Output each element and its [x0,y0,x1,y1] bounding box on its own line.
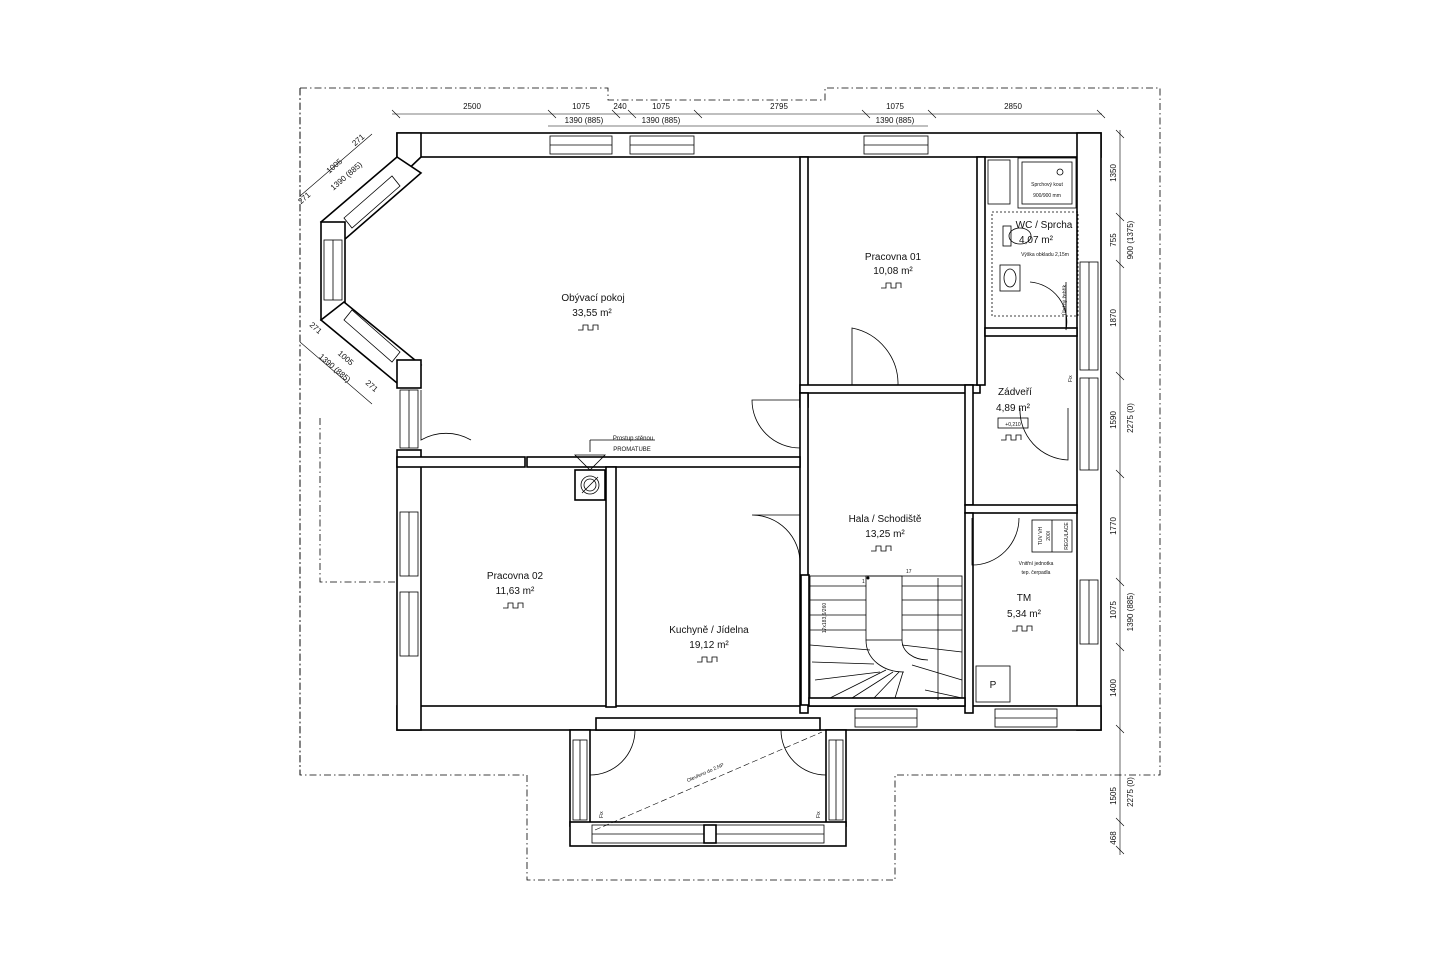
heat-pump-note: Vnitřní jednotka [1019,561,1054,567]
room-area: 5,34 m² [1007,609,1042,620]
dim-right: 2275 (0) [1126,777,1135,807]
openings [801,329,1070,560]
fix-note: Fix [599,811,605,818]
tuv-value: 200l [1046,531,1052,540]
room-name: WC / Sprcha [1016,220,1073,231]
room-name: Kuchyně / Jídelna [669,625,749,636]
dim-right: 1870 [1109,309,1118,327]
dim-right: 1590 [1109,411,1118,429]
entry-porch [569,717,847,847]
stair-first: 1 [862,579,865,585]
chimney-note: Prostup stěnou [613,436,653,442]
shower-label: Sprchový kout [1031,182,1063,188]
dim-top: 1390 (885) [565,116,604,125]
tiling-height: Výška obkladu 2,15m [1021,252,1069,258]
room-area: 4,89 m² [996,403,1031,414]
room-name: Zádveří [998,387,1032,398]
dim-bay: 1005 [325,157,345,176]
dim-bay: 271 [296,190,312,206]
regulation-note: REGULACE [1064,522,1070,550]
dim-right: 1400 [1109,679,1118,697]
stair-last: 17 [906,569,912,575]
dim-bay: 271 [364,378,380,394]
room-area: 4,07 m² [1019,235,1054,246]
dim-right: 755 [1109,233,1118,247]
dim-top: 2850 [1004,102,1022,111]
dim-top: 2500 [463,102,481,111]
chimney [574,439,655,501]
dim-right: 1770 [1109,517,1118,535]
dimension-texts-right: 1350 755 900 (1375) 1870 1590 2275 (0) 1… [1109,164,1135,845]
dim-top: 1390 (885) [876,116,915,125]
dimension-lines [299,109,1125,855]
annotations: Sprchový kout 900/900 mm Výška obkladu 2… [599,182,1074,818]
room-area: 13,25 m² [865,529,905,540]
level-mark: +0,210 [1005,422,1021,428]
dim-right: 468 [1109,831,1118,845]
dim-right: 900 (1375) [1126,220,1135,259]
dim-bay: 271 [350,132,366,148]
open-note: Otevřeno do 2.NP [686,762,726,784]
dim-right: 1350 [1109,164,1118,182]
room-name: Obývací pokoj [561,293,624,304]
dim-right: 1075 [1109,601,1118,619]
room-name: Pracovna 01 [865,252,922,263]
tuv-note: TUV VH [1038,526,1044,545]
room-area: 11,63 m² [496,586,535,597]
dim-top: 240 [613,102,627,111]
parking-mark: P [990,680,997,691]
dim-top: 1390 (885) [642,116,681,125]
stairs-note: 17x183,6/260 [822,603,828,634]
floor-symbols [503,282,1033,663]
dimension-texts-top: 2500 1075 240 1075 2795 1075 2850 1390 (… [463,102,1022,125]
room-name: Pracovna 02 [487,571,544,582]
dim-top: 1075 [572,102,590,111]
utility-equipment [975,519,1073,703]
dim-top: 1075 [886,102,904,111]
heat-pump-note: tep. čerpadla [1022,570,1051,576]
dim-right: 1390 (885) [1126,592,1135,631]
bathroom-fixtures [987,157,1079,317]
dim-right: 2275 (0) [1126,403,1135,433]
room-area: 10,08 m² [873,266,913,277]
room-area: 19,12 m² [689,640,729,651]
room-labels: Obývací pokoj 33,55 m² Pracovna 01 10,08… [487,220,1073,651]
room-name: Hala / Schodiště [849,514,922,525]
shower-size: 900/900 mm [1033,193,1061,199]
chimney-note: PROMATUBE [613,447,651,453]
fix-note: Fix [1068,375,1074,382]
dim-top: 2795 [770,102,788,111]
outline-dashed [299,87,1161,881]
ladder-note: Úložný žebřík [1061,284,1068,315]
room-name: TM [1017,593,1031,604]
windows [323,135,1099,728]
dim-top: 1075 [652,102,670,111]
dim-right: 1505 [1109,787,1118,805]
fix-note: Fix [816,811,822,818]
staircase [809,575,963,700]
dim-bay: 271 [308,320,324,336]
room-area: 33,55 m² [572,308,612,319]
